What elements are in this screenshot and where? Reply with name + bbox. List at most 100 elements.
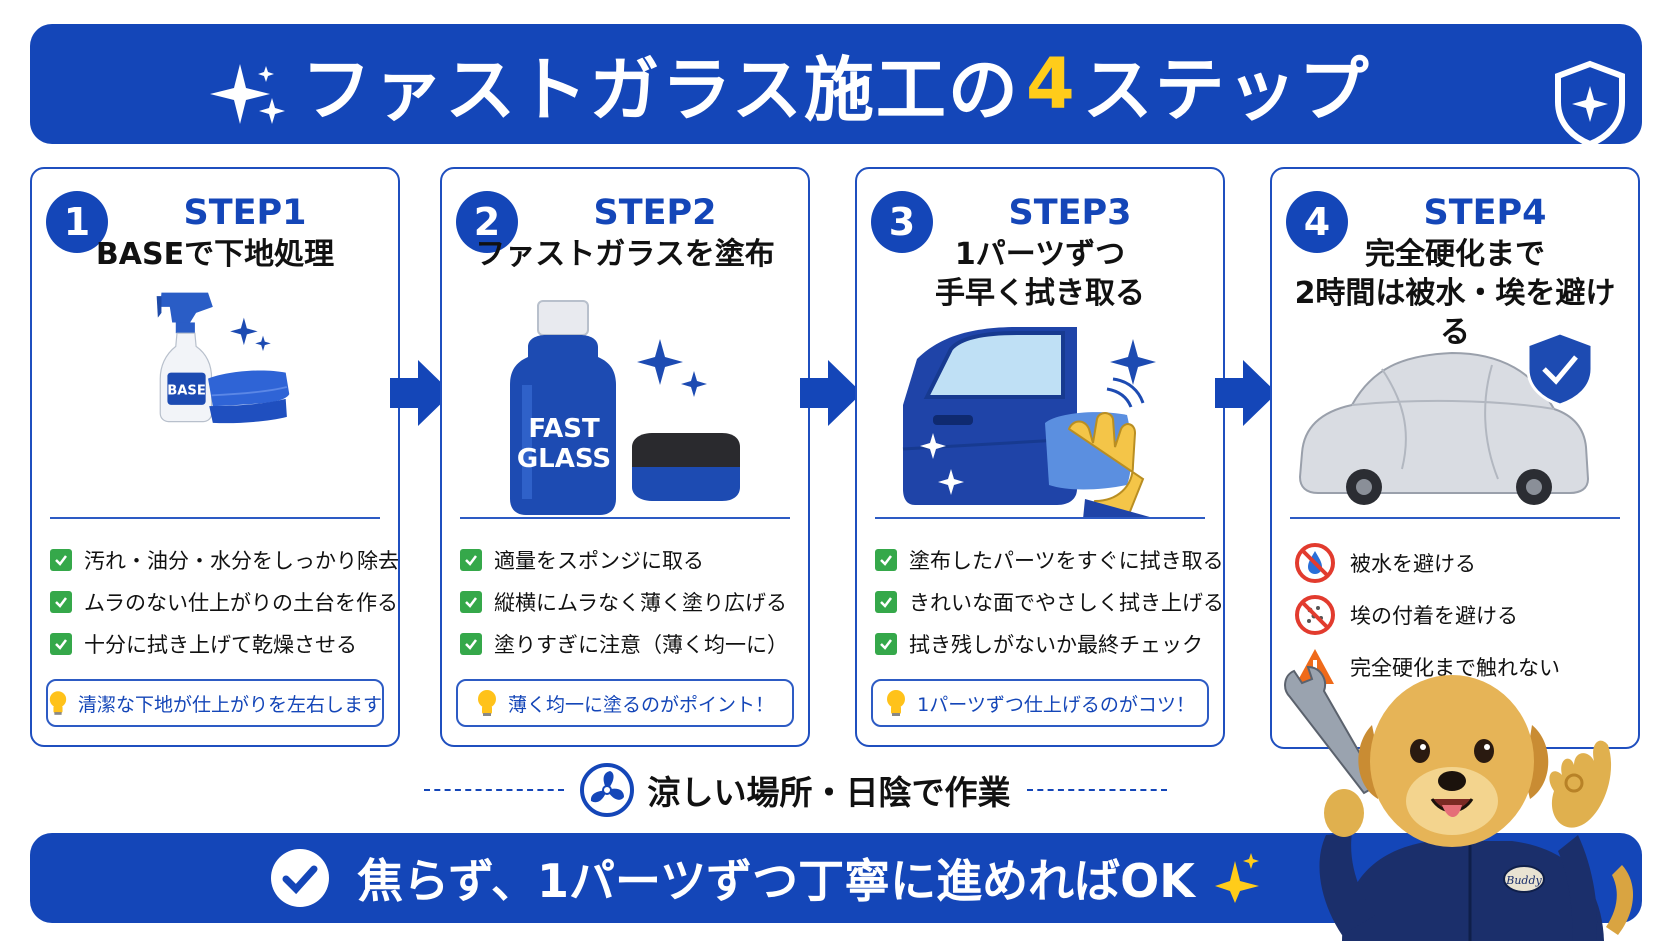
list-item: 塗布したパーツをすぐに拭き取る [875,539,1224,581]
arrow-right-icon [1215,360,1277,426]
step-title-line: 手早く拭き取る [935,276,1145,311]
bullet-list: 汚れ・油分・水分をしっかり除去 ムラのない仕上がりの土台を作る 十分に拭き上げて… [50,539,399,665]
covered-car-illustration [1298,331,1594,505]
step-card-3: 3 STEP3 1パーツずつ 手早く拭き取る 塗布したパー [855,167,1225,747]
sparkle-icon [210,64,285,124]
mascot-dog-mechanic: Buddy [1284,665,1634,941]
title-text-1: ファストガラス施工の [301,48,1020,131]
step-title-line: 2時間は被水・埃を避ける [1294,276,1616,350]
check-icon [460,633,482,655]
step-title: 1パーツずつ 手早く拭き取る [877,235,1203,313]
list-item: 適量をスポンジに取る [460,539,798,581]
bottle-label-line2: GLASS [517,444,611,474]
check-circle-icon [271,849,330,907]
no-dust-icon [1295,595,1335,635]
warning-list: 被水を避ける 埃の付着を避ける 完全硬化まで触れない [1294,537,1628,693]
warning-text: 埃の付着を避ける [1350,604,1518,628]
dashed-line [1026,789,1167,791]
title-text-2: ステップ [1082,48,1371,131]
step-title-line: 完全硬化まで [1365,237,1545,272]
bullet-text: ムラのない仕上がりの土台を作る [84,591,398,615]
fast-glass-bottle-illustration: FAST GLASS [510,300,740,515]
check-icon [875,549,897,571]
step-number-badge: 4 [1286,191,1348,253]
bottle-label-line1: FAST [528,414,600,444]
shield-star-icon [1555,60,1625,148]
step-label: STEP2 [593,193,717,233]
bullet-text: 縦横にムラなく薄く塗り広げる [494,591,787,615]
tip-box: 1パーツずつ仕上げるのがコツ！ [871,679,1209,727]
name-badge: Buddy [1505,874,1542,887]
footer-text: 焦らず、1パーツずつ丁寧に進めればOK [357,854,1195,908]
step-number-badge: 3 [871,191,933,253]
fan-icon [579,763,634,817]
divider [460,517,790,519]
bullet-text: 拭き残しがないか最終チェック [909,633,1203,657]
sparkle-icon [1214,853,1259,903]
step-label: STEP1 [183,193,307,233]
step-label: STEP3 [1008,193,1132,233]
bullet-text: きれいな面でやさしく拭き上げる [909,591,1224,615]
step-card-4: 4 STEP4 完全硬化まで 2時間は被水・埃を避ける 被水を避ける 埃の付着を… [1270,167,1640,749]
bullet-text: 適量をスポンジに取る [494,549,704,573]
step-title-line: ファストガラスを塗布 [475,237,775,272]
step-title: ファストガラスを塗布 [462,235,788,274]
car-door-wipe-illustration [902,327,1157,519]
list-item: きれいな面でやさしく拭き上げる [875,581,1224,623]
lightbulb-icon [887,690,906,716]
check-icon [875,633,897,655]
list-item: 拭き残しがないか最終チェック [875,623,1213,665]
step-number-badge: 1 [46,191,108,253]
bullet-list: 適量をスポンジに取る 縦横にムラなく薄く塗り広げる 塗りすぎに注意（薄く均一に） [460,539,798,665]
spray-bottle-illustration: BASE [156,292,290,424]
step-card-2: 2 STEP2 ファストガラスを塗布 FAST GLASS 適量をスポンジに取る… [440,167,810,747]
no-water-icon [1295,543,1335,583]
arrow-right-icon [390,360,452,426]
tip-text: 1パーツずつ仕上げるのがコツ！ [917,693,1195,716]
dashed-line [423,789,564,791]
check-icon [50,549,72,571]
step-title: 完全硬化まで 2時間は被水・埃を避ける [1292,235,1618,352]
check-icon [875,591,897,613]
bottle-label: BASE [167,384,206,399]
bullet-text: 塗りすぎに注意（薄く均一に） [494,633,788,657]
tip-box: 清潔な下地が仕上がりを左右します [46,679,384,727]
list-item: ムラのない仕上がりの土台を作る [50,581,398,623]
check-icon [460,549,482,571]
divider [50,517,380,519]
step-number-badge: 2 [456,191,518,253]
arrow-right-icon [800,360,862,426]
list-item: 縦横にムラなく薄く塗り広げる [460,581,798,623]
check-icon [50,633,72,655]
tip-text: 薄く均一に塗るのがポイント！ [507,693,774,716]
check-icon [460,591,482,613]
divider [1290,517,1620,519]
tip-box: 薄く均一に塗るのがポイント！ [456,679,794,727]
bullet-list: 塗布したパーツをすぐに拭き取る きれいな面でやさしく拭き上げる 拭き残しがないか… [875,539,1224,665]
lightbulb-icon [49,691,67,715]
list-item: 被水を避ける [1294,537,1628,589]
step-card-1: 1 STEP1 BASEで下地処理 BASE 汚れ・油分・水分をしっかり除去 ム… [30,167,400,747]
footer-message: 焦らず、1パーツずつ丁寧に進めればOK [30,833,1500,923]
list-item: 埃の付着を避ける [1294,589,1628,641]
step-label: STEP4 [1423,193,1547,233]
lightbulb-icon [477,690,496,716]
bullet-text: 塗布したパーツをすぐに拭き取る [909,549,1224,573]
list-item: 塗りすぎに注意（薄く均一に） [460,623,798,665]
list-item: 十分に拭き上げて乾燥させる [50,623,388,665]
cool-place-text: 涼しい場所・日陰で作業 [647,773,1011,812]
bullet-text: 十分に拭き上げて乾燥させる [84,633,357,657]
tip-text: 清潔な下地が仕上がりを左右します [77,693,382,716]
bullet-text: 汚れ・油分・水分をしっかり除去 [84,549,399,573]
check-icon [50,591,72,613]
step-title-line: 1パーツずつ [954,237,1126,272]
cool-place-note: 涼しい場所・日陰で作業 [390,763,1200,817]
warning-text: 被水を避ける [1350,552,1476,576]
title-number: 4 [1025,43,1077,125]
list-item: 汚れ・油分・水分をしっかり除去 [50,539,399,581]
step-title-line: BASEで下地処理 [95,237,335,272]
divider [875,517,1205,519]
